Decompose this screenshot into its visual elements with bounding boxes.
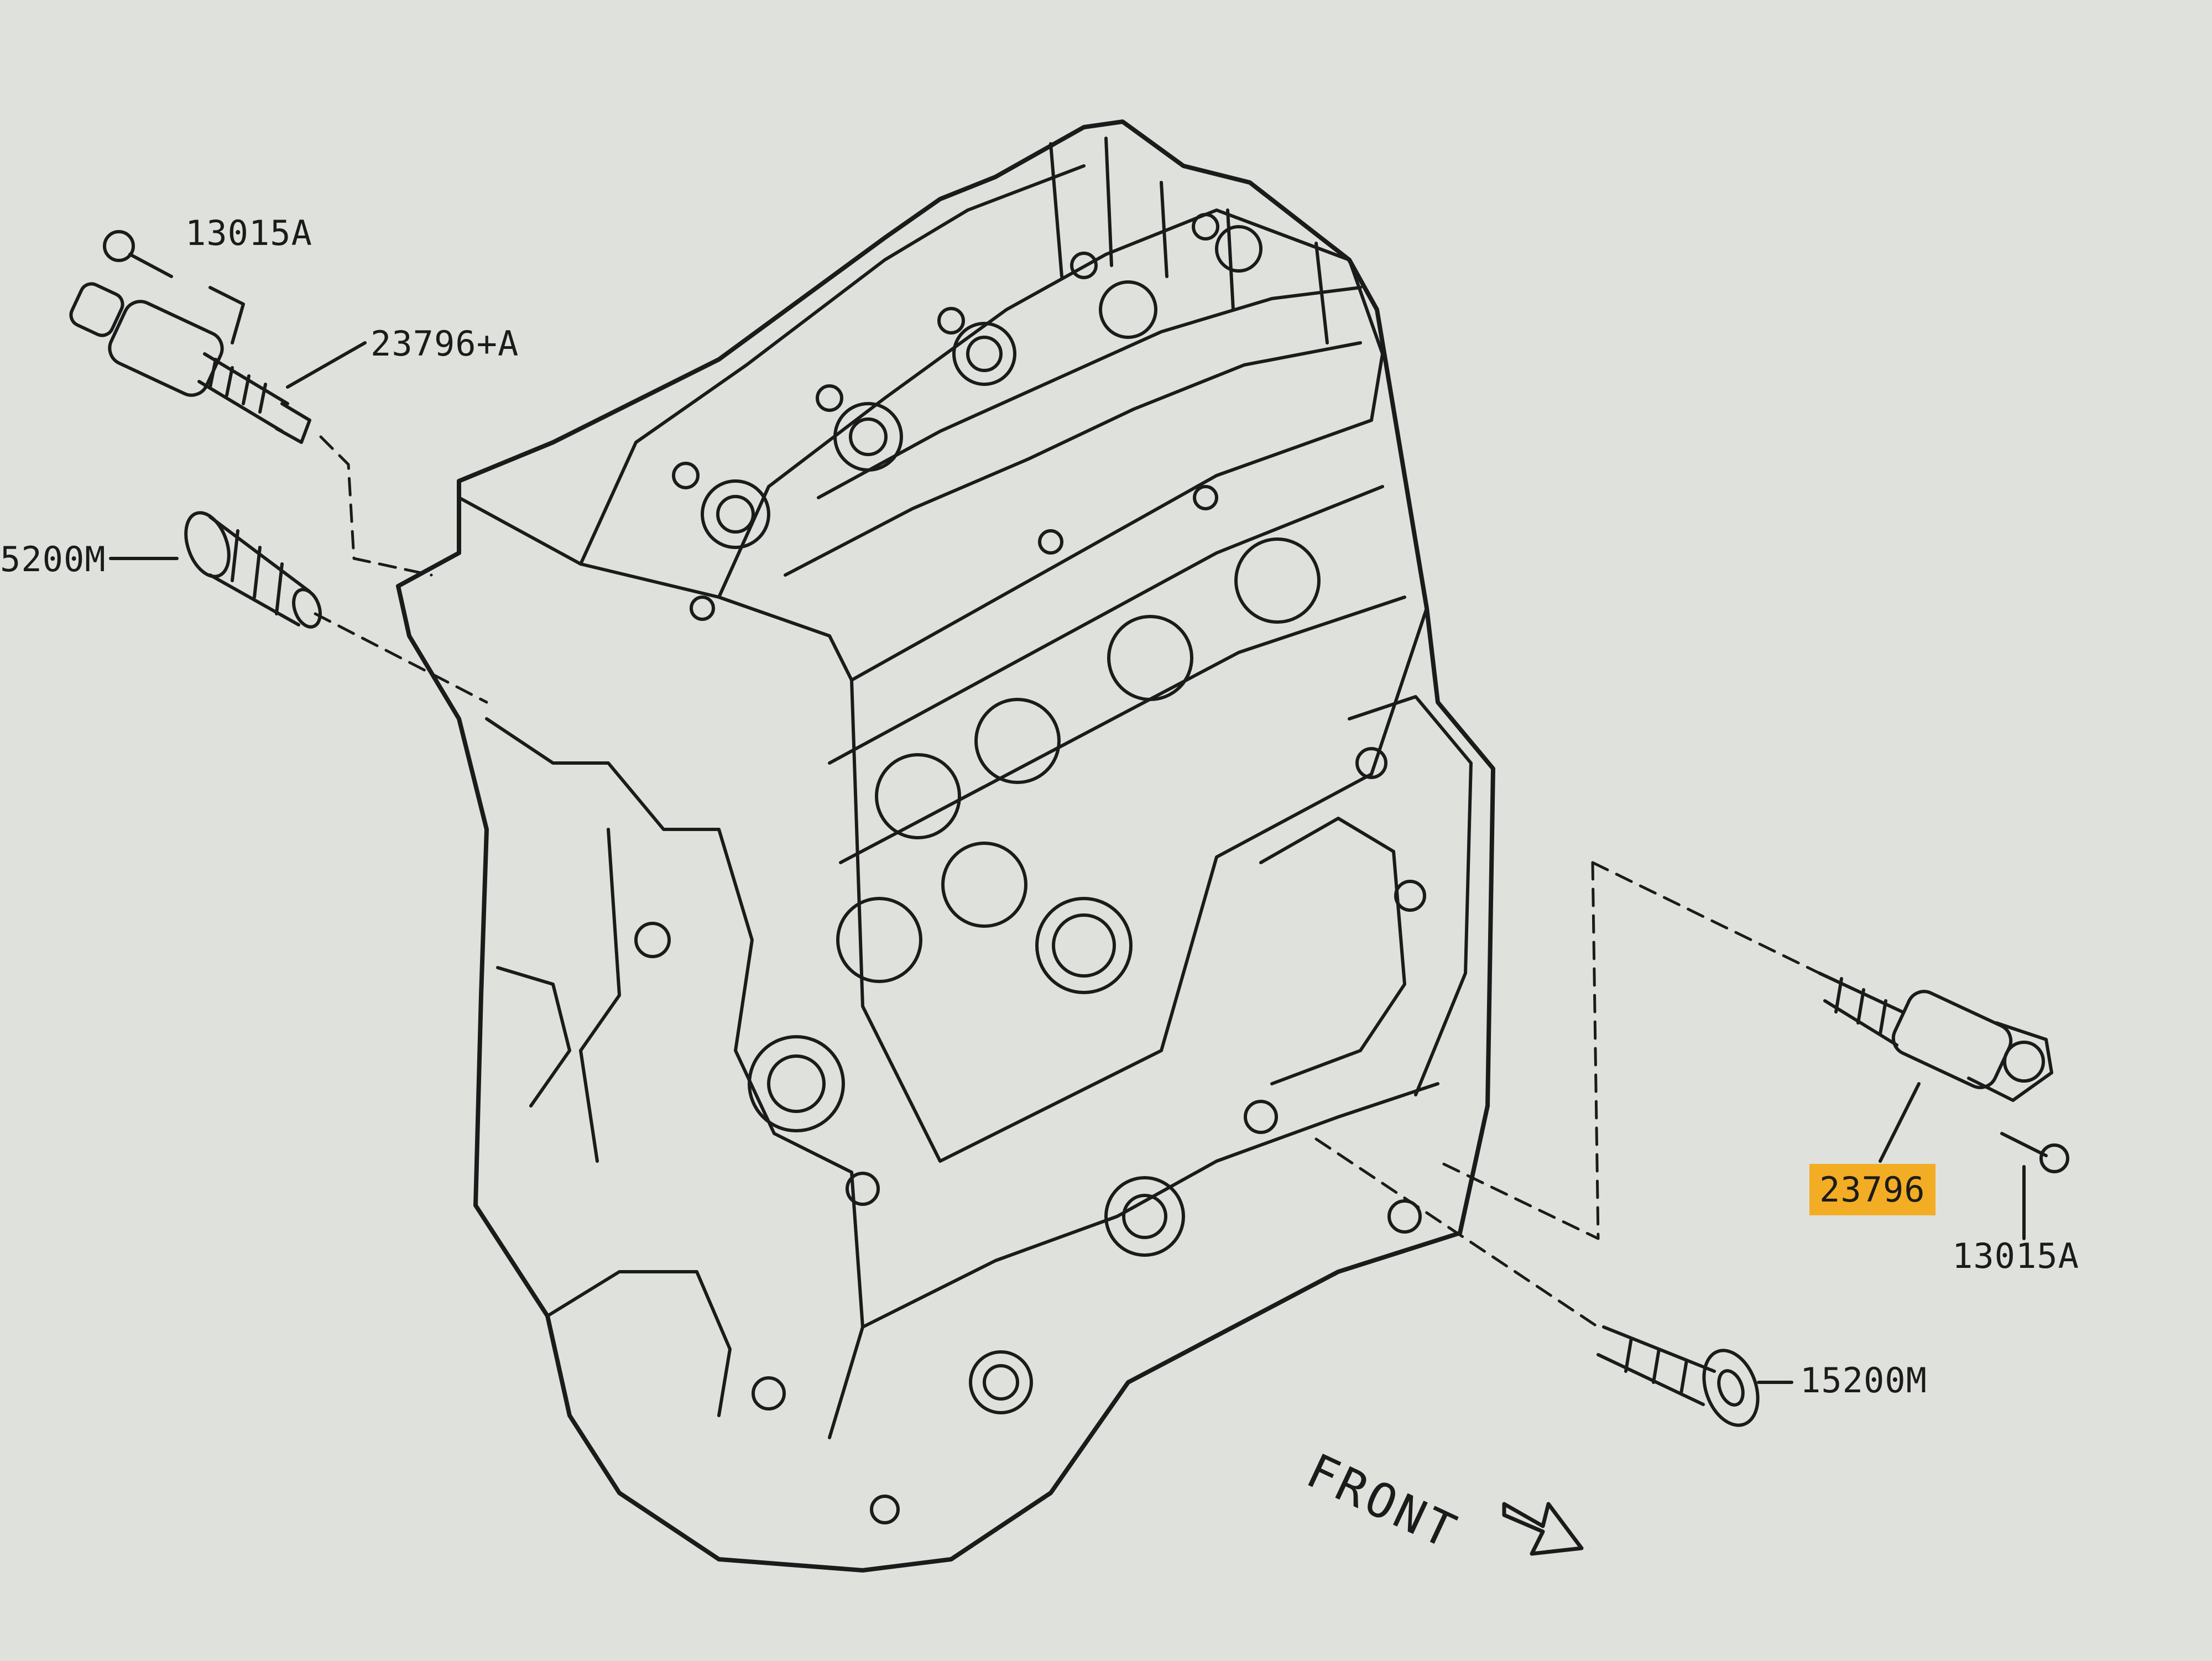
solenoid-lower-part (1818, 971, 2053, 1163)
bolt-upper-part (103, 230, 173, 278)
solenoid-upper-part (69, 282, 367, 444)
bolt-lower-part (2000, 1132, 2069, 1240)
oil-filter-left-part (109, 511, 322, 629)
callout-solenoid-upper: 23796+A (371, 323, 519, 364)
front-arrow-icon (1502, 1502, 1584, 1556)
assembly-lines (314, 435, 1821, 1329)
callout-solenoid-lower-highlighted: 23796 (1809, 1164, 1936, 1215)
callout-filter-left: 5200M (0, 539, 106, 579)
oil-filter-lower-part (1597, 1325, 1793, 1427)
callout-bolt-upper: 13015A (185, 213, 312, 253)
callout-filter-lower: 15200M (1800, 1360, 1927, 1401)
engine-block (396, 119, 1495, 1573)
callout-bolt-lower: 13015A (1952, 1236, 2079, 1276)
